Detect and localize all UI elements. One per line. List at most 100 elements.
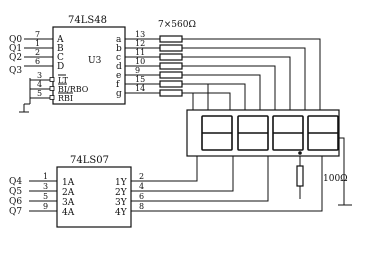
pin-number: 9	[135, 66, 140, 75]
pin-number: 2	[35, 48, 40, 57]
port-label: A	[56, 35, 64, 45]
decoder-output-e: e 9	[116, 66, 160, 81]
driver-body	[56, 166, 132, 228]
port-label: f	[116, 80, 120, 90]
port-label: B	[57, 44, 64, 54]
seven-segment-display	[186, 109, 340, 157]
digit-resistor: 100Ω	[296, 156, 348, 199]
port-label: 4Y	[115, 208, 128, 218]
resistor	[159, 71, 183, 79]
pin-number: 4	[37, 80, 42, 89]
pin-number: 12	[135, 39, 145, 48]
decoder-control-bi: 4 BI/RBO	[30, 80, 89, 94]
driver-output-2y: 2Y 4	[115, 156, 234, 198]
decimal-point	[298, 151, 302, 155]
decoder-output-b: b 12	[116, 39, 160, 54]
pin-marker	[49, 86, 55, 91]
display-digit-3	[272, 115, 304, 151]
digit-resistor-label: 100Ω	[323, 174, 348, 184]
display-digit-1	[201, 115, 233, 151]
pin-number: 7	[35, 30, 40, 39]
decoder-output-c: c 11	[116, 48, 160, 63]
port-label: 2Y	[115, 188, 128, 198]
port-label: a	[116, 35, 122, 45]
pin-number: 3	[37, 71, 42, 80]
pin-number: 5	[37, 89, 42, 98]
net-label: Q7	[9, 207, 22, 217]
net-label: Q1	[9, 44, 22, 54]
pin-number: 13	[135, 30, 145, 39]
resistor	[159, 80, 183, 88]
common-rail	[338, 137, 352, 206]
port-label: 4A	[62, 208, 75, 218]
resistor	[159, 44, 183, 52]
pin-marker	[49, 77, 55, 82]
driver-output-1y: 1Y 2	[115, 156, 198, 188]
pin-number: 10	[135, 57, 145, 66]
port-label: c	[116, 53, 121, 63]
decoder-control-lt: 3 LT	[30, 71, 69, 85]
net-label: Q4	[9, 177, 22, 187]
net-label: Q2	[9, 53, 22, 63]
pin-number: 1	[43, 172, 48, 181]
port-label: D	[57, 62, 64, 72]
pin-number: 1	[35, 39, 40, 48]
driver-output-4y: 4Y 8	[115, 156, 323, 218]
decoder-output-a: a 13	[116, 30, 160, 45]
decoder-output-g: g 14	[116, 84, 160, 99]
port-label: 3A	[62, 198, 75, 208]
port-label: 1A	[62, 178, 75, 188]
port-label: e	[116, 71, 121, 81]
port-label: 1Y	[115, 178, 128, 188]
resistor	[159, 35, 183, 43]
resistor	[159, 53, 183, 61]
pin-number: 9	[43, 202, 48, 211]
pin-number: 6	[139, 192, 144, 201]
pin-number: 11	[135, 48, 145, 57]
decoder-ref: U3	[88, 56, 102, 66]
pin-number: 4	[139, 182, 144, 191]
decoder-output-f: f 15	[116, 75, 160, 90]
pin-marker	[49, 95, 55, 100]
decoder-input-q3: Q3 6 D	[9, 57, 64, 76]
port-label: RBI	[58, 94, 73, 103]
decoder-output-d: d 10	[116, 57, 160, 72]
port-label: C	[57, 53, 64, 63]
decoder-input-q2: Q2 2 C	[9, 48, 64, 63]
resistor-array: 7×560Ω	[158, 20, 196, 97]
net-label: Q6	[9, 197, 22, 207]
decoder-chip: 74LS48 U3 Q0 7 A Q1 1 B Q2 2 C Q3 6 D	[9, 15, 160, 113]
port-label: 3Y	[115, 198, 128, 208]
decoder-name: 74LS48	[68, 15, 107, 26]
port-label: b	[116, 44, 122, 54]
port-label: d	[116, 62, 122, 72]
pin-number: 3	[43, 182, 48, 191]
decoder-control-rbi: 5 RBI	[30, 89, 73, 103]
resistor	[159, 62, 183, 70]
segment-bus	[182, 38, 321, 110]
net-label: Q3	[9, 66, 22, 76]
pin-number: 8	[139, 202, 144, 211]
driver-input-q6: Q6 5 3A	[9, 192, 75, 208]
pin-number: 14	[135, 84, 145, 93]
net-label: Q0	[9, 35, 22, 45]
decoder-input-q0: Q0 7 A	[9, 30, 64, 45]
driver-input-q5: Q5 3 2A	[9, 182, 75, 198]
pin-number: 6	[35, 57, 40, 66]
pin-number: 15	[135, 75, 145, 84]
driver-output-3y: 3Y 6	[115, 156, 269, 208]
resistor	[159, 89, 183, 97]
decoder-input-q1: Q1 1 B	[9, 39, 64, 54]
display-digit-4	[307, 115, 339, 151]
port-label: g	[116, 89, 122, 99]
resistor-array-label: 7×560Ω	[158, 20, 196, 30]
resistor	[296, 165, 304, 187]
decoder-body	[52, 26, 126, 105]
display-digit-2	[237, 115, 269, 151]
driver-input-q4: Q4 1 1A	[9, 172, 75, 188]
pin-number: 2	[139, 172, 144, 181]
port-label: BI/RBO	[58, 85, 89, 94]
driver-chip: 74LS07 Q4 1 1A Q5 3 2A Q6 5 3A Q7 9 4A 1…	[9, 155, 323, 228]
ground-symbol	[19, 104, 29, 113]
